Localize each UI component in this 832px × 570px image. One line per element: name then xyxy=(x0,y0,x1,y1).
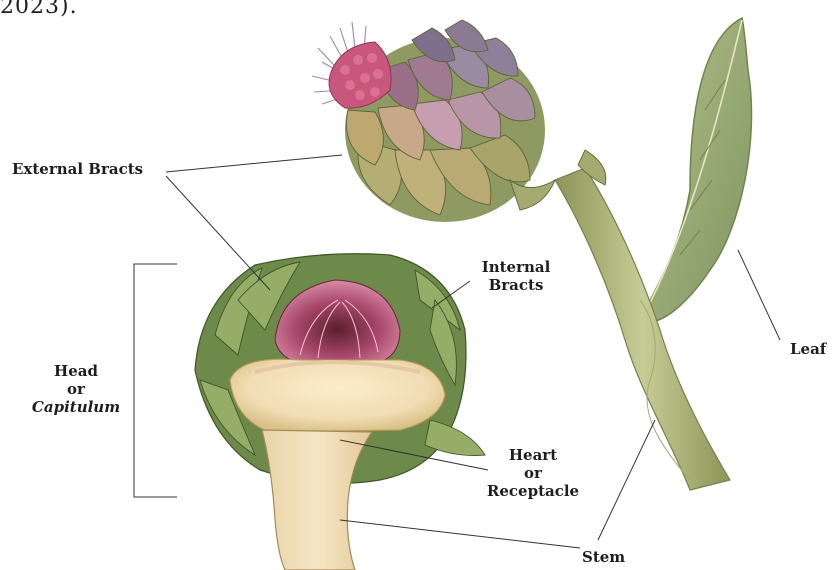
label-internal-bracts: Internal Bracts xyxy=(462,258,570,294)
stem-leader-1 xyxy=(340,520,580,548)
external-bracts-leader-1 xyxy=(166,155,342,172)
label-internal-bracts-line1: Internal xyxy=(462,258,570,276)
label-heart-line3: Receptacle xyxy=(472,482,594,500)
label-head: Head or Capitulum xyxy=(20,362,132,416)
stem-leader-2 xyxy=(598,420,655,540)
label-head-line3: Capitulum xyxy=(20,398,132,416)
external-bracts-leader-2 xyxy=(166,176,270,290)
label-head-line1: Head xyxy=(20,362,132,380)
label-heart-line2: or xyxy=(472,464,594,482)
label-external-bracts: External Bracts xyxy=(12,160,143,178)
leaf-shape xyxy=(640,18,752,322)
label-leaf: Leaf xyxy=(790,340,826,358)
leaf-leader xyxy=(738,250,780,340)
label-internal-bracts-line2: Bracts xyxy=(462,276,570,294)
label-head-line2: or xyxy=(20,380,132,398)
label-stem: Stem xyxy=(582,548,625,566)
head-bracket xyxy=(134,264,177,497)
label-heart-line1: Heart xyxy=(472,446,594,464)
label-heart: Heart or Receptacle xyxy=(472,446,594,500)
